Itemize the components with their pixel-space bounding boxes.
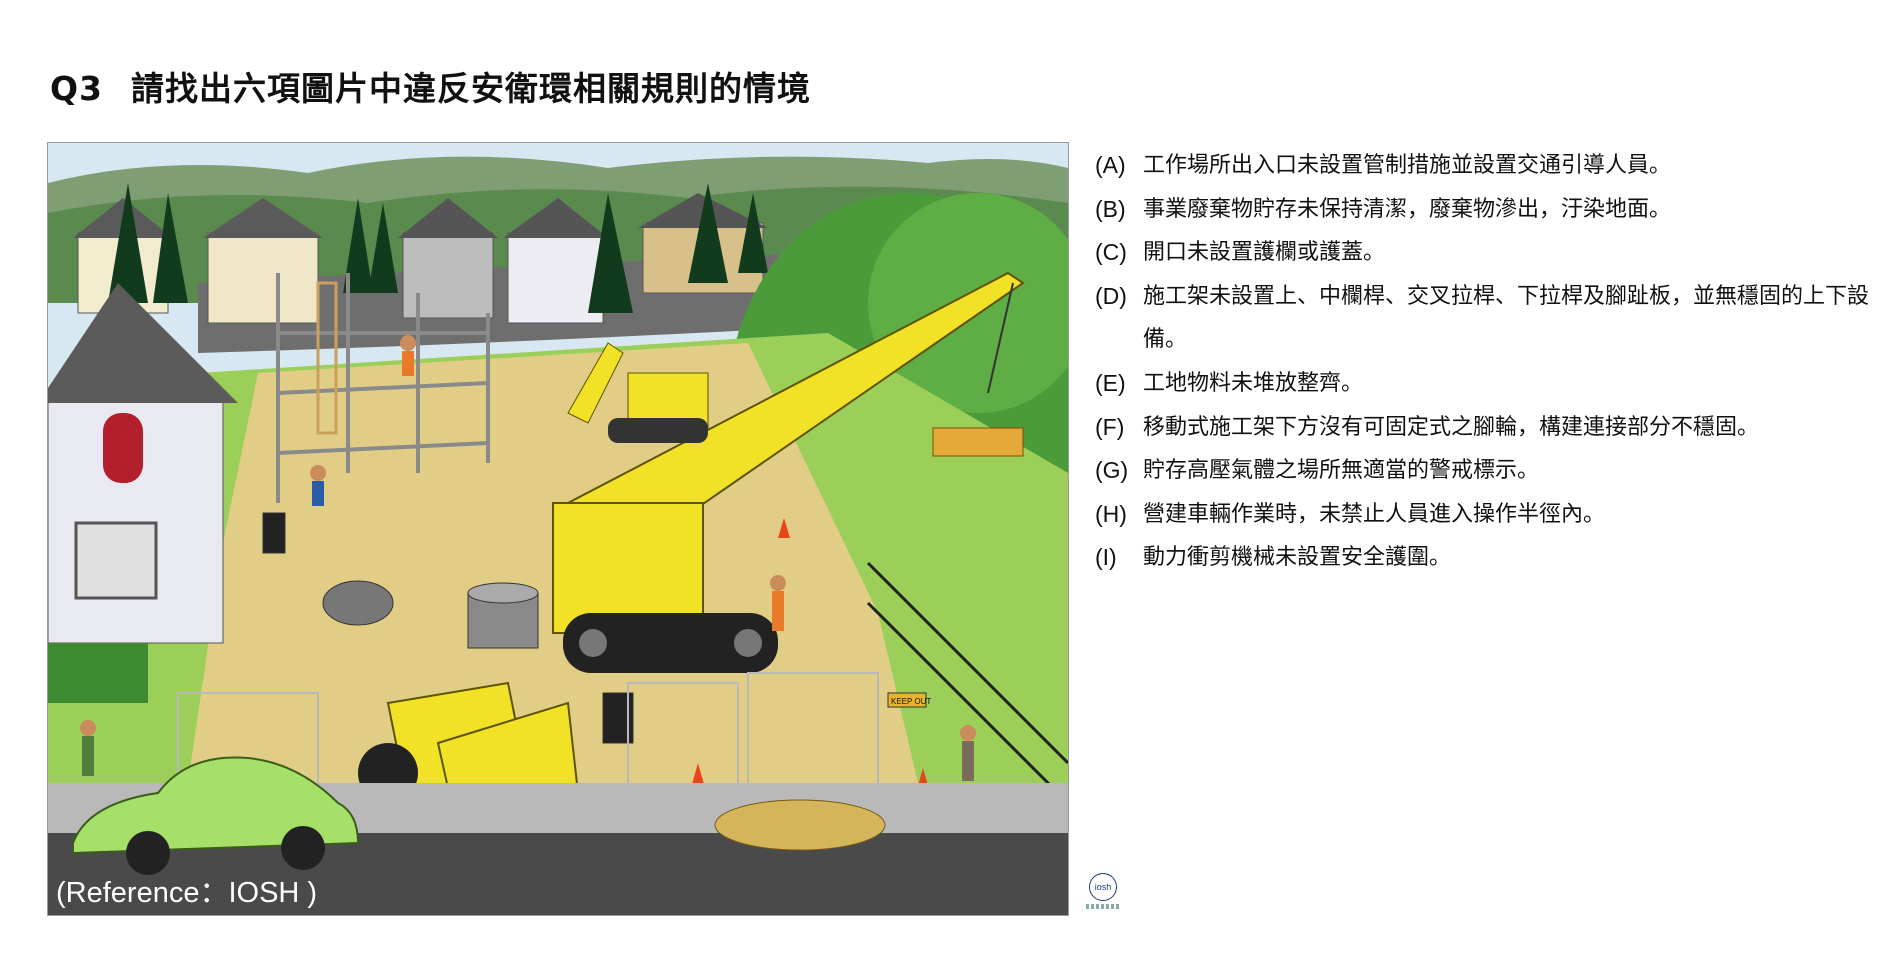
option-b: (B) 事業廢棄物貯存未保持清潔，廢棄物滲出，汙染地面。 [1095, 188, 1885, 232]
house-left [48, 283, 238, 644]
option-label: (C) [1095, 239, 1127, 266]
construction-site-illustration: KEEP OUT (Reference：IOSH ) [47, 142, 1069, 916]
option-text: 工地物料未堆放整齊。 [1143, 370, 1364, 396]
option-f: (F) 移動式施工架下方沒有可固定式之腳輪，構建連接部分不穩固。 [1095, 406, 1885, 450]
question-text: 請找出六項圖片中違反安衛環相關規則的情境 [131, 69, 812, 108]
violation-options-list: (A) 工作場所出入口未設置管制措施並設置交通引導人員。 (B) 事業廢棄物貯存… [1095, 144, 1885, 580]
crane [552, 271, 1025, 673]
reference-caption: (Reference：IOSH ) [56, 877, 318, 909]
option-c: (C) 開口未設置護欄或護蓋。 [1095, 231, 1885, 275]
option-label: (H) [1095, 500, 1127, 527]
excavator [567, 342, 709, 443]
option-label: (I) [1095, 544, 1117, 571]
option-text: 移動式施工架下方沒有可固定式之腳輪，構建連接部分不穩固。 [1143, 414, 1760, 440]
scaffold [276, 273, 490, 503]
iosh-logo-subtext [1086, 904, 1120, 909]
iosh-logo: iosh [1086, 873, 1120, 923]
option-label: (B) [1095, 195, 1126, 222]
iosh-logo-mark: iosh [1089, 873, 1117, 901]
option-text: 工作場所出入口未設置管制措施並設置交通引導人員。 [1143, 153, 1672, 178]
option-label: (E) [1095, 369, 1126, 396]
green-car [72, 756, 360, 875]
option-d: (D) 施工架未設置上、中欄桿、交叉拉桿、下拉桿及腳趾板，並無穩固的上下設備。 [1095, 275, 1885, 362]
question-title: Q3 請找出六項圖片中違反安衛環相關規則的情境 [50, 62, 811, 110]
option-g: (G) 貯存高壓氣體之場所無適當的警戒標示。 [1095, 449, 1885, 493]
option-label: (A) [1095, 152, 1126, 178]
illustration-drawing: KEEP OUT [48, 143, 1068, 915]
option-e: (E) 工地物料未堆放整齊。 [1095, 362, 1885, 406]
option-label: (G) [1095, 457, 1129, 484]
option-text: 開口未設置護欄或護蓋。 [1143, 240, 1386, 266]
keep-out-sign: KEEP OUT [891, 697, 931, 706]
option-text: 營建車輛作業時，未禁止人員進入操作半徑內。 [1143, 501, 1606, 527]
question-number: Q3 [50, 69, 104, 108]
option-label: (F) [1095, 413, 1125, 440]
option-text: 動力衝剪機械未設置安全護圍。 [1143, 545, 1452, 571]
option-a: (A) 工作場所出入口未設置管制措施並設置交通引導人員。 [1095, 144, 1885, 188]
option-h: (H) 營建車輛作業時，未禁止人員進入操作半徑內。 [1095, 493, 1885, 537]
option-text: 施工架未設置上、中欄桿、交叉拉桿、下拉桿及腳趾板，並無穩固的上下設備。 [1143, 283, 1870, 353]
option-i: (I) 動力衝剪機械未設置安全護圍。 [1095, 536, 1885, 580]
option-text: 事業廢棄物貯存未保持清潔，廢棄物滲出，汙染地面。 [1143, 196, 1672, 222]
option-label: (D) [1095, 282, 1127, 309]
option-text: 貯存高壓氣體之場所無適當的警戒標示。 [1143, 458, 1540, 484]
